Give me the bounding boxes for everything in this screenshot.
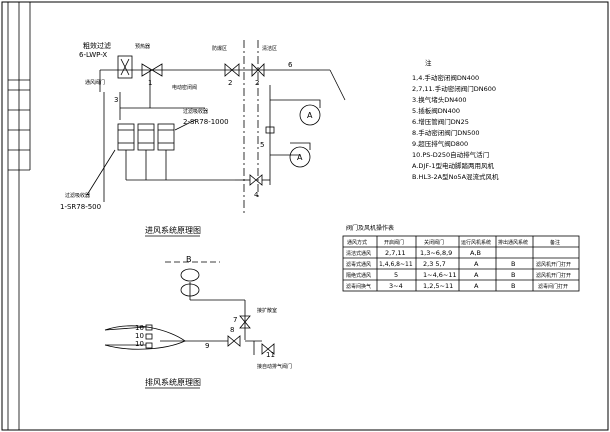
elec-valve-tag: 电动密闭阀 — [172, 84, 197, 91]
num-7: 7 — [233, 316, 237, 324]
zone-tag-1: 防爆区 — [212, 45, 227, 52]
table-cell: 清洁式通风 — [346, 250, 371, 257]
note-item-6: 9.超压排气阀D800 — [412, 139, 468, 148]
intake-top-tag: 粗效过滤 — [83, 41, 111, 50]
table-cell: A — [474, 260, 479, 268]
table-cell: 滤风机开门打开 — [536, 272, 571, 279]
exhaust-labels: B 7 8 9 10 10 10 11 接扩散室 接自动排气阀门 排风系统原理图 — [135, 255, 292, 387]
table-cell: B — [511, 282, 515, 290]
table-cell: 2,3 5,7 — [423, 260, 446, 268]
num-6: 6 — [288, 61, 293, 69]
num-10c: 10 — [135, 340, 144, 348]
table-cell: B — [511, 260, 515, 268]
table-cell: 1,3~6,8,9 — [420, 249, 452, 257]
table-header-4: 排出通风系统 — [498, 239, 528, 246]
table-text: 通风方式 开启阀门 关闭阀门 运行风机系统 排出通风系统 备注 清洁式通风 2,… — [346, 239, 571, 290]
table-header-5: 备注 — [550, 239, 560, 246]
note-item-0: 1,4.手动密闭阀DN400 — [412, 73, 479, 82]
table-cell: 滤毒间换气 — [346, 283, 371, 290]
exhaust-tag-1: 接扩散室 — [257, 307, 277, 314]
table-cell: 滤毒式通风 — [346, 261, 371, 268]
num-9: 9 — [205, 342, 209, 350]
note-item-9: B.HL3-2A型No5A混流式风机 — [412, 172, 499, 181]
num-8: 8 — [230, 326, 234, 334]
num-11: 11 — [266, 351, 275, 359]
table-header-3: 运行风机系统 — [461, 239, 491, 246]
table-cell: 隔绝式通风 — [346, 272, 371, 279]
exhaust-diagram — [104, 261, 275, 355]
filter-tag-right: 过滤吸收器 — [183, 108, 208, 115]
exhaust-title: 排风系统原理图 — [145, 377, 201, 387]
heater-tag: 预热器 — [135, 43, 150, 50]
fan-a-upper: A — [307, 111, 313, 120]
note-item-3: 5.插板阀DN400 — [412, 106, 460, 115]
num-5: 5 — [260, 141, 264, 149]
note-item-1: 2,7,11.手动密闭阀门DN600 — [412, 84, 496, 93]
num-1: 1 — [148, 79, 152, 87]
table-title: 阀门及风机操作表 — [346, 224, 394, 232]
operation-table — [342, 235, 580, 292]
notes-heading: 注 — [425, 58, 432, 67]
intake-top-label: 6-LWP-X — [79, 51, 107, 59]
notes-block: 注 1,4.手动密闭阀DN400 2,7,11.手动密闭阀门DN600 3.换气… — [412, 58, 499, 181]
note-item-8: A.DJF-1型电动脚踏两用风机 — [412, 161, 495, 170]
table-cell: 滤风机开门打开 — [536, 261, 571, 268]
table-header-1: 开启阀门 — [384, 239, 404, 246]
table-cell: 1,2,5~11 — [423, 282, 453, 290]
table-cell: 1,4,6,8~11 — [379, 261, 413, 268]
table-cell: 滤毒间门打开 — [538, 283, 568, 290]
num-10b: 10 — [135, 332, 144, 340]
note-item-5: 8.手动密闭阀门DN500 — [412, 128, 479, 137]
table-cell: A — [474, 282, 479, 290]
table-cell: 2,7,11 — [385, 249, 406, 257]
table-cell: A,B — [470, 249, 481, 257]
intake-labels: 粗效过滤 6-LWP-X 预热器 防爆区 清洁区 通风阀门 电动密闭阀 过滤吸收… — [60, 41, 313, 235]
table-cell: 1~4,6~11 — [423, 271, 457, 279]
zone-tag-2: 清洁区 — [262, 45, 277, 52]
table-cell: A — [474, 271, 479, 279]
table-cell: 3~4 — [389, 282, 403, 290]
num-4: 4 — [254, 191, 259, 199]
left-valve-tag: 通风阀门 — [85, 79, 105, 86]
fan-a-lower: A — [297, 153, 303, 162]
fan-b: B — [186, 255, 192, 264]
left-title-strip — [7, 2, 31, 430]
num-3: 3 — [114, 96, 118, 104]
note-item-2: 3.换气堵头DN400 — [412, 95, 466, 104]
note-item-7: 10.PS-D250自动排气活门 — [412, 150, 489, 159]
intake-diagram — [86, 40, 346, 215]
note-item-4: 6.增压管阀门DN25 — [412, 117, 469, 126]
table-cell: 5 — [394, 271, 398, 279]
table-header-0: 通风方式 — [347, 239, 367, 246]
filter-label-left: 1-SR78-500 — [60, 203, 101, 211]
filter-label-right: 2-SR78-1000 — [183, 118, 229, 126]
intake-title: 进风系统原理图 — [145, 225, 201, 235]
table-header-2: 关闭阀门 — [424, 239, 444, 246]
num-10a: 10 — [135, 324, 144, 332]
exhaust-tag-2: 接自动排气阀门 — [257, 363, 292, 370]
num-2b: 2 — [255, 79, 259, 87]
num-2a: 2 — [228, 79, 232, 87]
table-cell: B — [511, 271, 515, 279]
filter-tag-left: 过滤吸收器 — [65, 192, 90, 199]
